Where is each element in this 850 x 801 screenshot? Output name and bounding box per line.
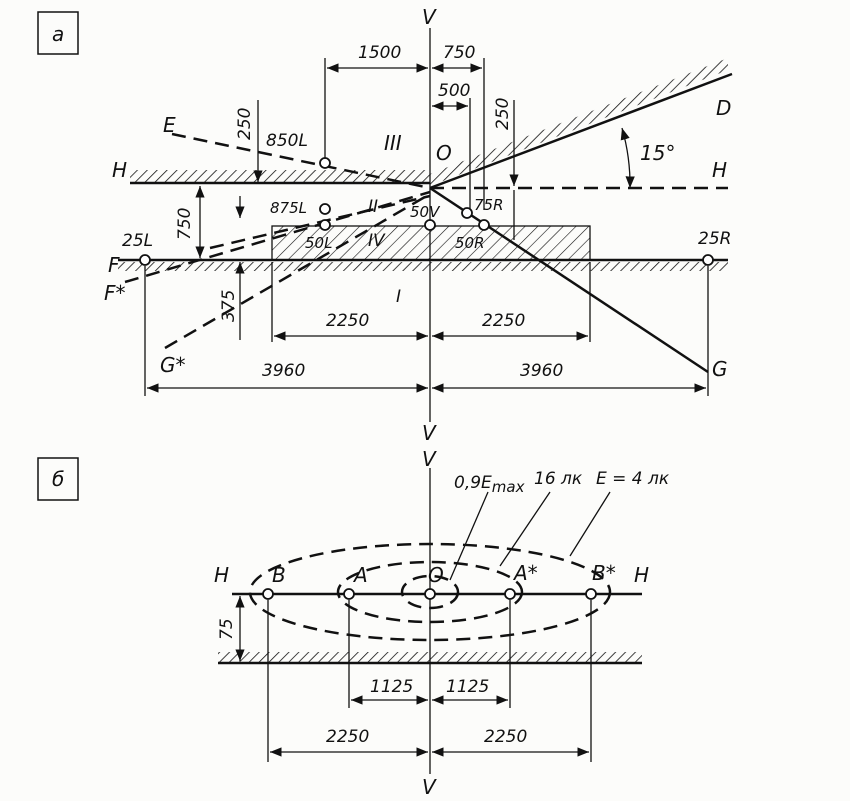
- point-50r: [478, 219, 490, 231]
- leader-emax: [449, 491, 489, 581]
- v-label-bottom-b: V: [422, 775, 437, 799]
- dim-3960-left-label: 3960: [262, 361, 305, 381]
- label-g-star: G*: [160, 353, 186, 377]
- line-g: [429, 186, 709, 374]
- line-g-star: [164, 192, 431, 350]
- dim-1125-right-label: 1125: [446, 677, 489, 697]
- point-o-label: O: [428, 563, 444, 587]
- isolux-16lk: [336, 560, 524, 624]
- dim-250-left-label: 250: [235, 108, 255, 140]
- v-label-top-a: V: [422, 5, 437, 29]
- roman-iii: III: [384, 131, 402, 155]
- panel-b-tag-box: [37, 457, 79, 501]
- roman-ii: II: [368, 197, 378, 217]
- dim-2250-left-b-label: 2250: [326, 727, 369, 747]
- point-50v: [424, 219, 436, 231]
- point-a-label: A: [352, 563, 368, 587]
- legend-16lk: 16 лк: [534, 469, 583, 489]
- point-50v-label: 50V: [410, 203, 441, 221]
- point-50l-label: 50L: [305, 234, 332, 252]
- point-a-star-label: A*: [512, 561, 538, 585]
- point-b-star: [585, 588, 597, 600]
- h-label-left-a: H: [112, 158, 127, 182]
- ground-hatch-b: [218, 652, 642, 662]
- legend-emax: 0,9Emax: [454, 473, 525, 496]
- point-25r-label: 25R: [698, 229, 731, 249]
- point-a-star: [504, 588, 516, 600]
- dim-1500-label: 1500: [358, 43, 401, 63]
- isolux-09emax: [400, 574, 460, 610]
- panel-a-tag: а: [52, 22, 64, 46]
- panel-b: б V V 0,9Emax 16 лк E = 4 лк H H B A O A…: [37, 447, 670, 799]
- point-a: [343, 588, 355, 600]
- point-50r-label: 50R: [455, 234, 485, 252]
- point-850l: [319, 157, 331, 169]
- label-d: D: [716, 96, 731, 120]
- angle-arc: [620, 127, 635, 189]
- point-875l-label: 875L: [270, 199, 307, 217]
- panel-b-tag: б: [52, 467, 64, 491]
- point-850l-label: 850L: [266, 131, 308, 151]
- dim-375-label: 375: [219, 290, 239, 322]
- v-label-top-b: V: [422, 447, 437, 471]
- roman-i: I: [396, 287, 401, 307]
- point-75r-label: 75R: [474, 196, 504, 214]
- v-label-bottom-a: V: [422, 421, 437, 445]
- leader-16lk: [499, 491, 551, 567]
- angle-label: 15°: [640, 141, 675, 165]
- panel-a: а V V H H D 15° G E F F* G*: [37, 5, 733, 445]
- legend-4lk: E = 4 лк: [596, 469, 670, 489]
- line-f-star: [124, 190, 431, 284]
- h-line-hatch: [130, 170, 430, 182]
- point-o: [424, 588, 436, 600]
- dim-75-label: 75: [217, 618, 237, 640]
- cutoff-line-od: [429, 72, 733, 190]
- dim-500-label: 500: [438, 81, 470, 101]
- point-25l: [139, 254, 151, 266]
- point-b-star-label: B*: [592, 561, 616, 585]
- isolux-4lk: [248, 542, 612, 642]
- dim-1125-left-label: 1125: [370, 677, 413, 697]
- panel-a-tag-box: [37, 11, 79, 55]
- h-label-right-a: H: [712, 158, 727, 182]
- label-f: F: [108, 253, 120, 277]
- point-75r: [461, 207, 473, 219]
- point-b-label: B: [272, 563, 286, 587]
- dim-2250-left-label: 2250: [326, 311, 369, 331]
- cutoff-hatch: [430, 58, 728, 186]
- point-50l: [319, 219, 331, 231]
- point-25l-label: 25L: [122, 231, 153, 251]
- roman-iv: IV: [368, 231, 386, 251]
- point-875l: [319, 203, 331, 215]
- dim-3960-right-label: 3960: [520, 361, 563, 381]
- label-o-a: O: [436, 141, 452, 165]
- dim-750-vertical-label: 750: [175, 208, 195, 240]
- point-25r: [702, 254, 714, 266]
- dim-2250-right-b-label: 2250: [484, 727, 527, 747]
- point-b: [262, 588, 274, 600]
- ground-hatch-a: [118, 262, 728, 271]
- h-label-left-b: H: [214, 563, 229, 587]
- dim-2250-right-label: 2250: [482, 311, 525, 331]
- h-label-right-b: H: [634, 563, 649, 587]
- label-f-star: F*: [104, 281, 126, 305]
- dim-750-label: 750: [443, 43, 475, 63]
- label-g: G: [712, 357, 728, 381]
- dim-250-right-label: 250: [493, 98, 513, 130]
- label-e: E: [163, 113, 176, 137]
- leader-4lk: [569, 491, 611, 557]
